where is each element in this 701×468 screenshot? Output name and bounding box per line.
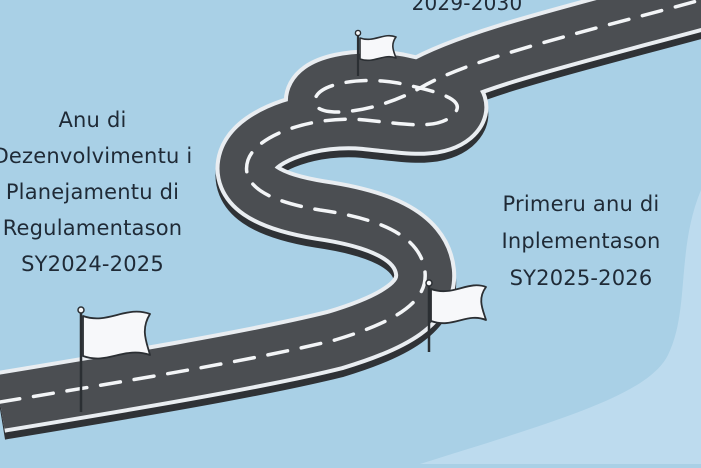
road-center-dashes	[0, 0, 701, 404]
milestone-label-top: 2029-2030	[382, 0, 552, 16]
milestone-right-line: Inplementason	[501, 229, 661, 253]
flag-top	[354, 29, 397, 76]
milestone-right-line: SY2025-2026	[509, 266, 653, 290]
flag-left	[77, 306, 151, 412]
milestone-left-line: Planejamentu di	[5, 180, 180, 204]
milestone-label-left: Anu di Dezenvolvimentu i Planejamentu di…	[0, 102, 195, 282]
background-light-patch	[420, 190, 701, 464]
milestone-left-line: Dezenvolvimentu i	[0, 144, 193, 168]
milestone-left-line: SY2024-2025	[21, 252, 164, 276]
milestone-label-right: Primeru anu di Inplementason SY2025-2026	[488, 186, 674, 297]
milestone-left-line: Regulamentason	[2, 216, 183, 240]
milestone-left-line: Anu di	[58, 108, 127, 132]
milestone-right-line: Primeru anu di	[502, 192, 660, 216]
flag-right	[425, 279, 487, 352]
milestone-top-line: 2029-2030	[411, 0, 523, 15]
